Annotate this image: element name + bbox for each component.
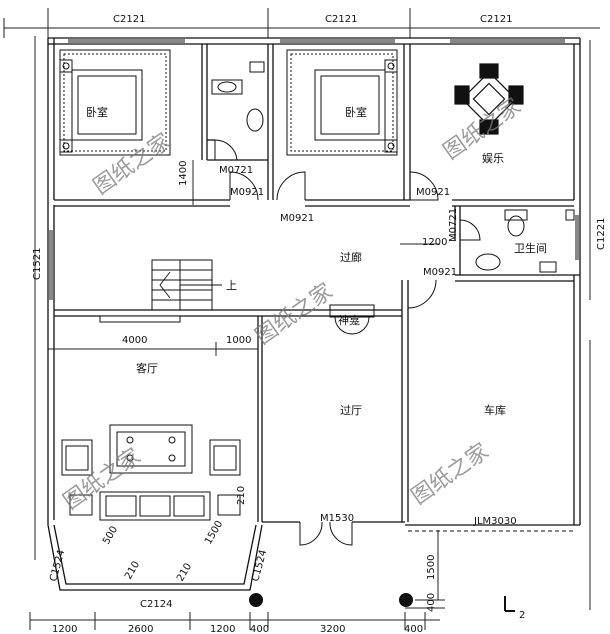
door-label-m0721-top: M0721 (219, 165, 253, 176)
dim-bottom-1200-b: 1200 (210, 624, 235, 634)
dim-bottom-2600: 2600 (128, 624, 153, 634)
window-label-top-mid: C2121 (325, 14, 357, 25)
door-label-m0721-bath: M0721 (448, 208, 459, 242)
window-label-left: C1521 (32, 248, 43, 280)
stair-up-label: 上 (226, 279, 237, 292)
window-label-right: C1221 (596, 218, 607, 250)
window-label-top-right: C2121 (480, 14, 512, 25)
dim-210-a: 210 (236, 486, 247, 505)
watermark-5: 图纸之家 (407, 439, 493, 510)
dim-500: 500 (101, 524, 120, 546)
window-label-bay: C2124 (140, 599, 172, 610)
staircase (151, 259, 222, 311)
watermark-3: 图纸之家 (251, 279, 337, 350)
door-label-m1530: M1530 (320, 513, 354, 524)
bed-mid (286, 49, 398, 156)
dim-bottom-400-a: 400 (250, 624, 269, 634)
dim-bottom-3200: 3200 (320, 624, 345, 634)
sofa-set (61, 424, 241, 521)
dim-bottom-1200-a: 1200 (52, 624, 77, 634)
tv-cabinet (99, 315, 181, 323)
bed-left (59, 49, 171, 156)
room-label-garage: 车库 (484, 403, 506, 417)
game-table (454, 63, 524, 135)
room-label-bedroom-left: 卧室 (86, 105, 108, 119)
door-label-m0921-right: M0921 (416, 187, 450, 198)
dim-1500-a: 1500 (203, 519, 225, 547)
dim-1500-right: 1500 (426, 555, 437, 580)
dim-400: 400 (426, 593, 437, 612)
dim-4000: 4000 (122, 335, 147, 346)
door-label-m0921-mid: M0921 (280, 213, 314, 224)
windows (49, 39, 579, 300)
watermark-4: 图纸之家 (59, 444, 145, 515)
room-label-living-room: 客厅 (136, 361, 158, 375)
room-label-bedroom-mid: 卧室 (345, 105, 367, 119)
dim-210-c: 210 (175, 561, 194, 583)
window-label-bay-right: C1524 (250, 549, 269, 583)
section-marker (504, 596, 515, 612)
room-label-hall: 过厅 (340, 404, 362, 417)
dimension-lines (3, 8, 600, 630)
dim-210-b: 210 (123, 559, 142, 581)
dim-bottom-400-b: 400 (404, 624, 423, 634)
room-label-bathroom: 卫生间 (514, 241, 547, 255)
room-label-entertainment: 娱乐 (482, 151, 504, 165)
door-label-m0921-garage: M0921 (423, 267, 457, 278)
window-label-top-left: C2121 (113, 14, 145, 25)
doors (214, 139, 481, 546)
dim-1200-corridor: 1200 (422, 237, 447, 248)
garage-door-label: JLM3030 (473, 516, 517, 527)
room-label-shrine: 神龛 (338, 313, 360, 327)
bath-fixtures-right (475, 209, 575, 273)
walls (47, 37, 581, 591)
shrine (329, 304, 375, 335)
section-marker-label: 2 (519, 610, 525, 621)
door-label-m0921-left: M0921 (230, 187, 264, 198)
bath-fixtures-top (211, 61, 265, 132)
dim-1400: 1400 (178, 161, 189, 186)
room-label-corridor: 过廊 (340, 250, 362, 264)
dim-1000: 1000 (226, 335, 251, 346)
columns (249, 593, 413, 607)
